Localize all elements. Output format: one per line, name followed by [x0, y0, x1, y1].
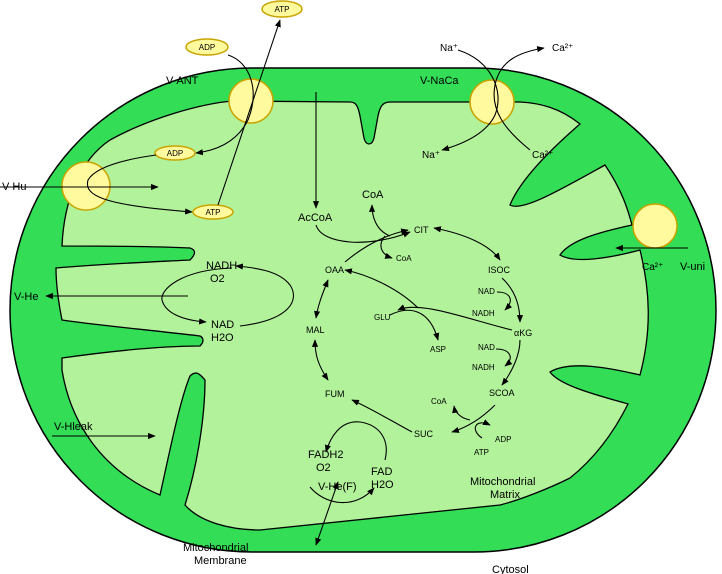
h2o-he-label: H2O — [211, 332, 234, 344]
h2o-f-label: H2O — [371, 479, 394, 491]
oaa-cit-arrow — [344, 228, 409, 263]
accoa-cit-arrow — [315, 224, 411, 243]
atp-top-ellipse — [261, 0, 303, 18]
adp-top-label: ADP — [199, 43, 215, 52]
nad1-arrow — [496, 291, 513, 311]
v-hu-label: V-Hu — [2, 181, 26, 193]
v-uni-label: V-uni — [680, 261, 705, 273]
adp-suc-label: ADP — [495, 435, 511, 444]
akg-label: αKG — [514, 328, 532, 338]
fum-mal-arrow — [311, 339, 329, 381]
na-in-arrow — [441, 49, 499, 152]
adp-atp-suc-arrow — [474, 419, 491, 439]
v-naca-transporter[interactable] — [469, 79, 515, 125]
ca-out-label: Ca²⁺ — [552, 43, 573, 54]
nadh-oxidation-arrow — [161, 267, 233, 325]
fadh2-oxidation-arrow — [309, 486, 375, 504]
na-in-label: Na⁺ — [422, 150, 440, 161]
oaa-label: OAA — [325, 265, 344, 275]
adp-import-arrow — [195, 54, 254, 156]
na-out-label: Na⁺ — [440, 43, 458, 54]
ca-in-label: Ca²⁺ — [532, 150, 553, 161]
matrix-label-line2: Matrix — [490, 489, 520, 501]
atp-inner-ellipse — [192, 204, 234, 220]
v-hu-transporter[interactable] — [61, 161, 111, 211]
nadh1-label: NADH — [472, 309, 495, 318]
v-uni-transporter[interactable] — [632, 203, 678, 249]
adp-inner-ellipse — [154, 145, 196, 161]
glu-asp-arrow — [389, 309, 440, 341]
o2-he-label: O2 — [210, 273, 225, 285]
scoa-suc-arrow — [451, 404, 496, 433]
membrane-label-line2: Membrane — [194, 555, 247, 567]
v-ant-label: V-ANT — [166, 75, 199, 87]
asp-label: ASP — [430, 345, 446, 354]
atp-top-label: ATP — [275, 5, 290, 14]
v-he-f-label: V-He(F) — [318, 481, 357, 493]
nadh-he-label: NADH — [206, 260, 237, 272]
v-he-f-arrow — [315, 481, 339, 546]
atp-suc-label: ATP — [474, 448, 489, 457]
cit-isoc-arrow — [433, 226, 501, 261]
v-hu-adp-arrow — [86, 154, 193, 215]
atp-export-arrow — [217, 19, 281, 206]
suc-fum-arrow — [351, 399, 413, 433]
v-naca-label: V-NaCa — [420, 75, 459, 87]
scoa-label: SCOA — [489, 388, 515, 398]
fum-label: FUM — [325, 389, 345, 399]
coa-small-label: CoA — [396, 254, 412, 263]
accoa-label: AcCoA — [298, 212, 333, 224]
isoc-akg-arrow — [501, 277, 524, 323]
coa-release-arrow — [368, 204, 391, 237]
coa-suc-arrow — [452, 405, 471, 421]
v-ant-transporter[interactable] — [228, 78, 274, 124]
nad-he-label: NAD — [211, 319, 234, 331]
adp-inner-label: ADP — [167, 149, 183, 158]
ca-uni-label: Ca²⁺ — [642, 262, 663, 273]
nad2-arrow — [495, 348, 513, 367]
coa-suc-label: CoA — [431, 397, 447, 406]
nad-reduction-arrow — [235, 263, 294, 327]
suc-label: SUC — [414, 429, 434, 439]
membrane-label-line1: Mitochondrial — [183, 542, 248, 554]
adp-top-ellipse — [185, 38, 229, 56]
atp-inner-label: ATP — [206, 208, 221, 217]
fad-label: FAD — [371, 466, 392, 478]
matrix-label-line1: Mitochondrial — [470, 476, 535, 488]
cit-label: CIT — [414, 225, 429, 235]
nadh2-label: NADH — [472, 363, 495, 372]
mal-oaa-arrow — [314, 279, 329, 319]
nad1-label: NAD — [478, 287, 495, 296]
o2-f-label: O2 — [316, 462, 331, 474]
akg-oaa-arrow — [397, 304, 513, 331]
coa-top-label: CoA — [362, 189, 384, 201]
isoc-label: ISOC — [488, 265, 511, 275]
akg-scoa-arrow — [501, 339, 521, 386]
mal-label: MAL — [306, 325, 325, 335]
nad2-label: NAD — [478, 343, 495, 352]
fadh2-label: FADH2 — [308, 449, 343, 461]
asp-oaa-arrow — [344, 268, 419, 309]
glu-label: GLU — [374, 313, 391, 322]
v-he-label: V-He — [14, 291, 38, 303]
ca-out-arrow — [493, 46, 545, 151]
fad-reduction-arrow — [324, 421, 387, 461]
cytosol-label: Cytosol — [492, 564, 529, 574]
v-hleak-label: V-Hleak — [54, 421, 93, 433]
